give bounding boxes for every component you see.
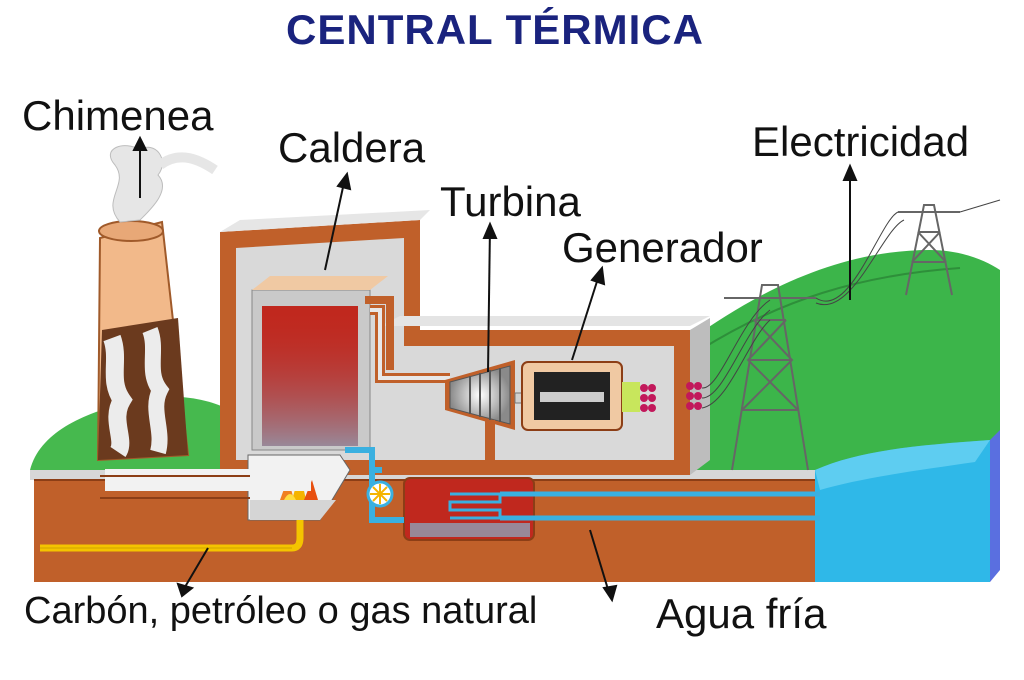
pylon-icon — [898, 204, 960, 296]
label-chimenea: Chimenea — [22, 92, 214, 139]
page-title: CENTRAL TÉRMICA — [286, 6, 704, 53]
flue-duct — [105, 459, 311, 491]
generator — [521, 361, 640, 431]
label-agua-fria: Agua fría — [656, 590, 827, 637]
power-lines — [701, 199, 1001, 409]
pylon-icon — [724, 284, 816, 471]
label-turbina: Turbina — [440, 178, 581, 225]
turbine — [445, 360, 515, 430]
label-electricidad: Electricidad — [752, 118, 970, 165]
grass-hill-right — [690, 250, 1000, 470]
label-caldera: Caldera — [278, 124, 426, 171]
fuel-pipe — [40, 520, 304, 552]
smoke-icon — [109, 145, 218, 223]
label-generador: Generador — [562, 224, 763, 271]
coils — [640, 382, 702, 412]
chimney — [96, 220, 190, 462]
annotation-arrows — [132, 135, 858, 603]
label-combustible: Carbón, petróleo o gas natural — [24, 590, 538, 632]
pump-icon — [366, 480, 394, 508]
lake-side — [990, 430, 1000, 582]
